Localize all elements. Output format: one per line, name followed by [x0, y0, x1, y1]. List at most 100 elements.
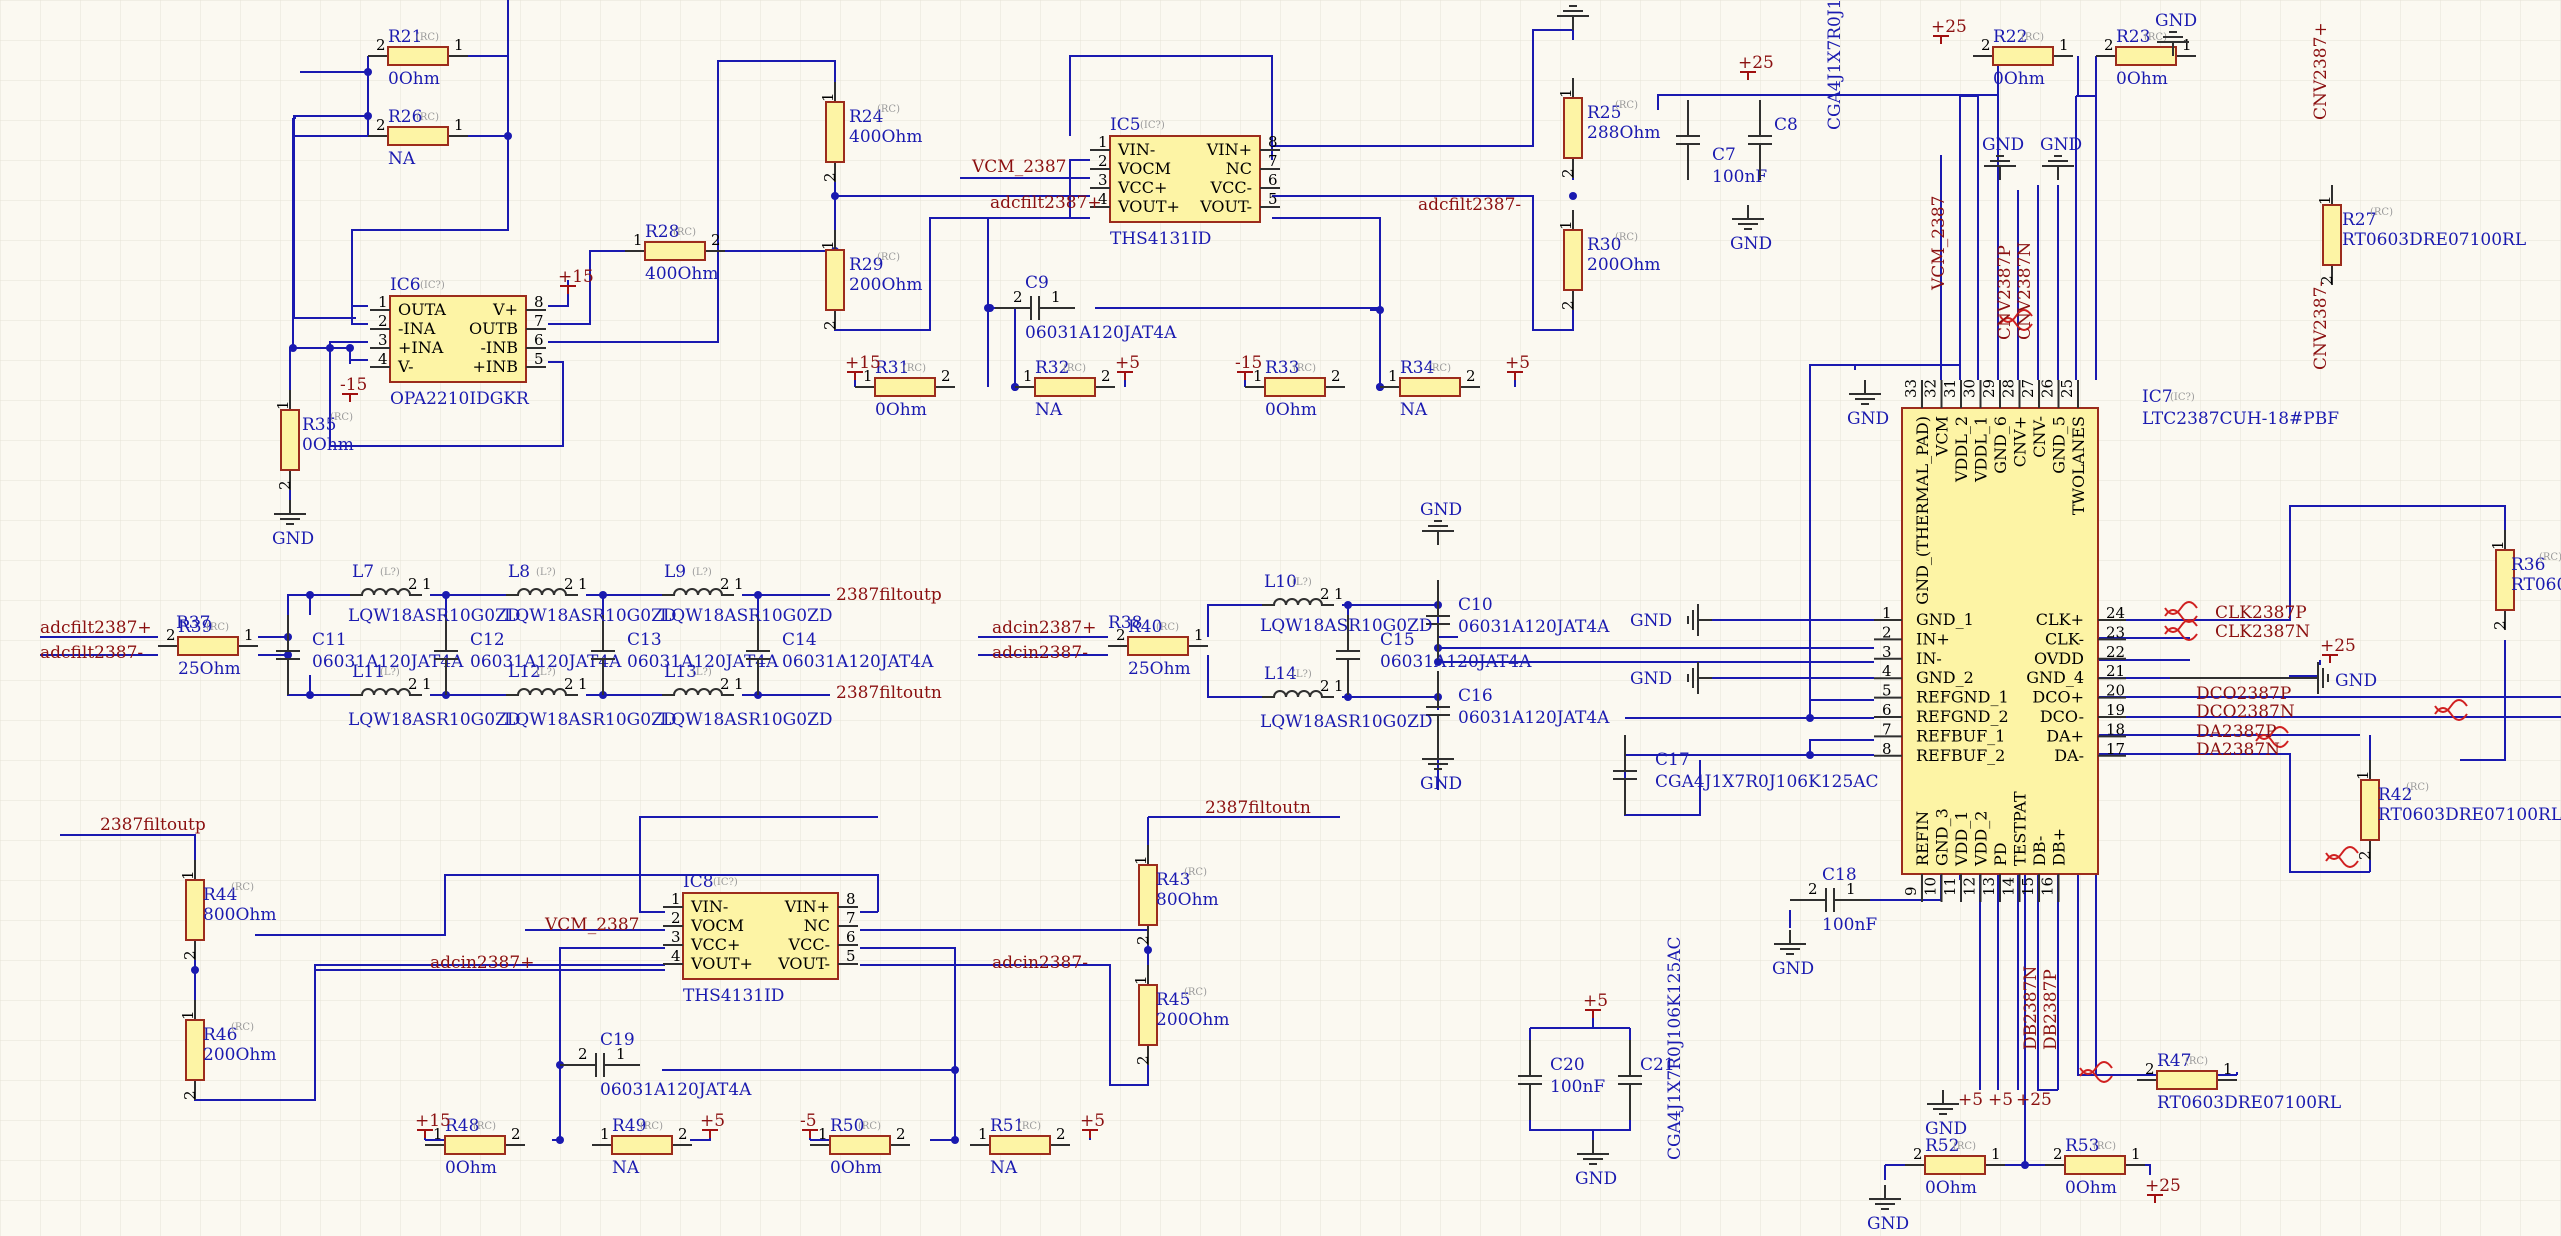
- pin-number: 2: [2104, 36, 2114, 54]
- ref-hint: (RC): [206, 622, 229, 633]
- ref-designator: R45: [1156, 990, 1190, 1010]
- ref-designator: R36: [2511, 555, 2545, 575]
- component-value: 06031A120JAT4A: [782, 652, 934, 672]
- ref-designator: R33: [1265, 358, 1299, 378]
- power-ic6-neg: -15: [340, 375, 367, 402]
- net-label-adcfilt-n-a: adcfilt2387-: [1418, 195, 1521, 215]
- ref-hint: (RC): [1293, 363, 1316, 374]
- diff-pair-marker: [2079, 1061, 2113, 1083]
- wire: [639, 816, 878, 913]
- ground-label: GND: [2335, 671, 2377, 691]
- pin-number: 27: [2019, 379, 2037, 398]
- pin-number: 11: [1941, 877, 1959, 896]
- ic-pin-label: VIN-: [1117, 140, 1155, 159]
- ground-label: GND: [2040, 135, 2082, 155]
- ref-hint: (RC): [2370, 207, 2393, 218]
- ic-pin-label: DCO-: [2040, 707, 2084, 726]
- ref-designator: R47: [2157, 1051, 2191, 1071]
- power-label: +15: [845, 353, 881, 373]
- net-label-adcin-p-a: adcin2387+: [992, 618, 1096, 638]
- ref-hint: (RC): [1156, 622, 1179, 633]
- ref-designator: L7: [352, 562, 374, 582]
- pin-number: 1: [1991, 1145, 2001, 1163]
- diff-pair-marker: [2164, 619, 2198, 641]
- ground-c18: GND: [1772, 930, 1814, 979]
- power-label: +5: [1988, 1090, 2013, 1110]
- component-value: 100nF: [1550, 1077, 1605, 1097]
- net-label-adcfilt-p-a: adcfilt2387+: [990, 193, 1102, 213]
- ref-hint: (RC): [1063, 363, 1086, 374]
- power-label: +5: [1080, 1111, 1105, 1131]
- diff-pair-marker: [2255, 726, 2289, 748]
- power-label: +25: [2320, 636, 2356, 656]
- component-value: 06031A120JAT4A: [312, 652, 464, 672]
- ref-hint: (RC): [877, 252, 900, 263]
- ic7-adc[interactable]: GND_(THERMAL_PAD)33VCM32VDDL_231VDDL_130…: [1874, 379, 2339, 902]
- ref-designator: R53: [2065, 1136, 2099, 1156]
- wire: [1810, 364, 1856, 370]
- power-r32: +5: [1115, 353, 1140, 380]
- pin-number: 12: [1961, 877, 1979, 896]
- ic-pin-label: OUTB: [469, 319, 518, 338]
- ref-designator: R21: [388, 27, 422, 47]
- junction: [326, 344, 334, 352]
